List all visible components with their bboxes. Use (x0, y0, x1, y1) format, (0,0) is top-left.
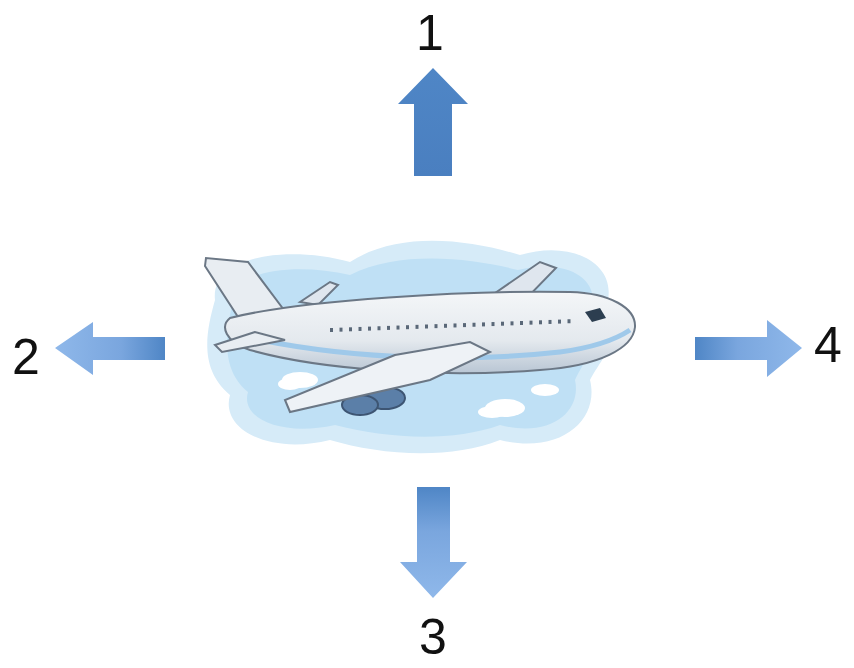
window (520, 321, 523, 325)
window (435, 324, 438, 328)
window (349, 327, 352, 331)
window (463, 323, 466, 327)
window (387, 326, 390, 330)
callout-number: 4 (814, 320, 842, 370)
window (454, 323, 457, 327)
window (444, 324, 447, 328)
window (473, 323, 476, 327)
window (406, 325, 409, 329)
window (511, 321, 514, 325)
window (568, 319, 571, 323)
window (416, 325, 419, 329)
window (378, 326, 381, 330)
window (549, 320, 552, 324)
window (482, 322, 485, 326)
window (340, 328, 343, 332)
window (539, 320, 542, 324)
window (501, 322, 504, 326)
force-arrow (695, 320, 802, 377)
wing (285, 342, 490, 412)
window (359, 327, 362, 331)
force-arrow (400, 487, 467, 598)
window (330, 328, 333, 332)
window (530, 321, 533, 325)
window (368, 327, 371, 331)
callout-number: 3 (419, 612, 447, 662)
window-row (330, 319, 571, 332)
window (425, 325, 428, 329)
stabilizer (215, 332, 285, 352)
force-arrow (55, 322, 165, 375)
window (397, 326, 400, 330)
callout-number: 1 (416, 8, 444, 58)
force-arrow (398, 68, 468, 176)
window (558, 320, 561, 324)
window (492, 322, 495, 326)
callout-number: 2 (12, 332, 40, 382)
cockpit-window (585, 308, 606, 322)
